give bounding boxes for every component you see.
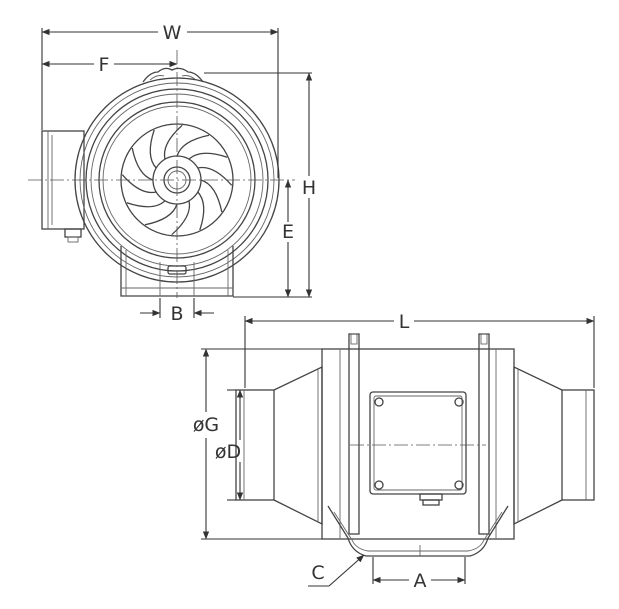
impeller-blade [149,129,157,169]
impeller-blade [197,191,205,231]
label-G: øG [193,414,219,436]
dimension-H: H [204,72,316,298]
impeller-blade [188,152,228,160]
side-view [235,333,595,557]
label-A: A [414,570,427,592]
right-clamp-band [478,333,490,535]
screw-icon [374,397,384,407]
impeller-blade [176,134,210,157]
impeller-blade [131,147,154,181]
main-body [321,348,515,540]
label-C: C [311,562,324,584]
dimension-B: B [140,298,214,325]
label-F: F [99,54,110,76]
label-L: L [399,311,410,333]
dimension-D: øD [215,389,244,501]
impeller-blade [144,203,178,226]
left-cone [273,365,323,526]
terminal-box [369,391,467,495]
label-W: W [163,22,182,44]
dimension-A: A [372,557,466,592]
impeller-blade [197,166,233,186]
dimension-E: E [282,179,294,298]
left-clamp-band [348,333,360,535]
impeller-blade [200,179,223,213]
impeller-blade [163,124,183,160]
dimension-F: F [41,54,178,76]
screw-icon [454,397,464,407]
front-view-cable-gland [64,228,82,243]
left-spigot [235,389,275,501]
right-spigot [561,389,595,501]
impeller-blade [126,200,166,208]
label-H: H [302,177,316,199]
screw-icon [374,480,384,490]
label-D: øD [215,441,241,463]
impeller-blade [171,200,191,236]
front-view-top-bump [142,67,204,83]
label-B: B [170,303,183,325]
dimension-G: øG [193,348,322,540]
side-cable-gland [419,493,443,506]
screw-icon [454,480,464,490]
dimension-W: W [41,22,279,178]
label-E: E [282,221,294,243]
dimension-C: C [308,554,365,587]
impeller-blade [121,174,157,194]
right-cone [513,365,563,526]
dimension-L: L [244,311,595,388]
front-view [28,50,295,298]
side-mounting-bracket [327,505,509,557]
